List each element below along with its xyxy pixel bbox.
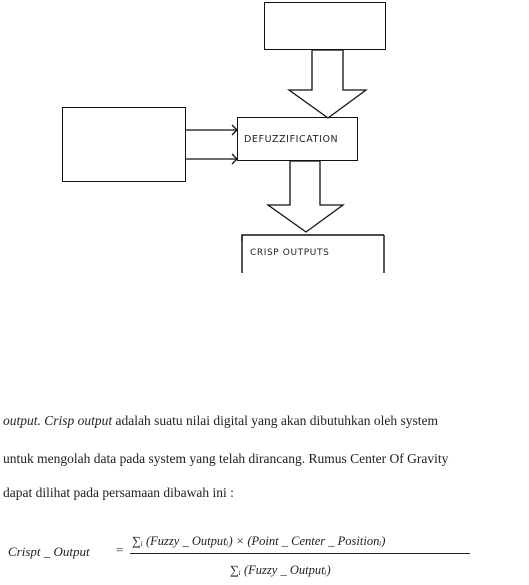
paragraph-line-2: untuk mengolah data pada system yang tel… <box>3 451 449 466</box>
equation-denominator: ∑ᵢ (Fuzzy _ Outputᵢ) <box>230 563 331 577</box>
equation-lhs: Crispt _ Output <box>8 544 90 559</box>
paragraph-line-1: output. Crisp output adalah suatu nilai … <box>3 413 438 429</box>
bottom-down-arrow <box>265 160 345 233</box>
left-right-arrows <box>186 124 238 165</box>
top-down-arrow <box>286 49 368 119</box>
fraction-bar <box>130 553 470 554</box>
top-input-box <box>264 2 386 50</box>
left-input-box <box>62 107 186 182</box>
equals-sign: = <box>116 542 124 557</box>
equation-numerator: ∑ᵢ (Fuzzy _ Outputᵢ) × (Point _ Center _… <box>132 534 386 548</box>
crisp-outputs-label: CRISP OUTPUTS <box>250 248 330 258</box>
paragraph-line-1-rest: adalah suatu nilai digital yang akan dib… <box>112 413 438 428</box>
crisp-outputs-frame <box>241 234 385 273</box>
crisp-output-term: output. Crisp output <box>3 413 113 428</box>
defuzzification-label: DEFUZZIFICATION <box>244 134 339 145</box>
crisp-outputs-box: CRISP OUTPUTS <box>240 233 385 273</box>
diagram-arrows <box>186 49 368 233</box>
paragraph-line-3: dapat dilihat pada persamaan dibawah ini… <box>3 485 234 500</box>
